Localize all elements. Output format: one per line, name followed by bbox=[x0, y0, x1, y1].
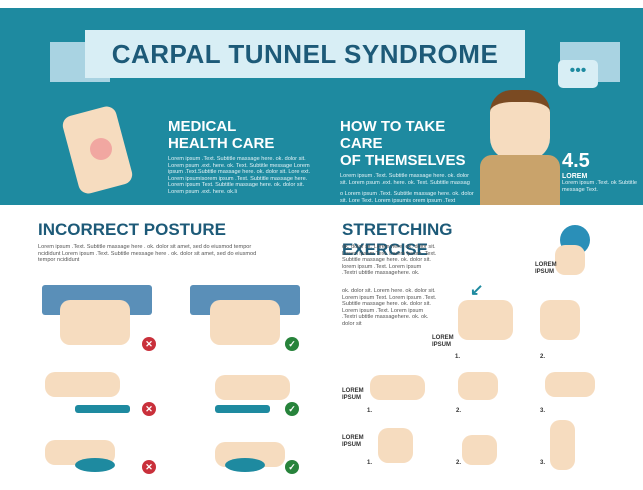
keyboard-side-illustration bbox=[215, 405, 270, 413]
hand-squeeze-illustration bbox=[555, 245, 585, 275]
correct-icon: ✓ bbox=[285, 402, 299, 416]
medical-heading-2: HEALTH CARE bbox=[168, 135, 275, 152]
step-1-label: 1. bbox=[367, 408, 373, 414]
wrist-flex-illustration bbox=[540, 300, 580, 340]
wrist-straight-illustration bbox=[215, 375, 290, 400]
wrong-icon: ✕ bbox=[142, 402, 156, 416]
hand-up-illustration bbox=[550, 420, 575, 470]
step-2-label: 2. bbox=[456, 408, 462, 414]
step-2-label: 2. bbox=[456, 460, 462, 466]
medical-body: Lorem ipsum .Text. Subtitle massage here… bbox=[168, 156, 311, 195]
care-heading-2: OF THEMSELVES bbox=[340, 152, 466, 169]
page-title: CARPAL TUNNEL SYNDROME bbox=[85, 30, 525, 78]
posture-section: INCORRECT POSTURE Lorem ipsum .Text. Sub… bbox=[38, 220, 258, 264]
care-body-2: o Lorem ipsum .Text. Subtitle massage he… bbox=[340, 191, 474, 204]
step-3-label: 3. bbox=[540, 408, 546, 414]
medical-section: MEDICAL HEALTH CARE Lorem ipsum .Text. S… bbox=[168, 118, 318, 196]
wrong-icon: ✕ bbox=[142, 460, 156, 474]
stat-block: 4.5 LOREM Lorem ipsum .Text. ok Subtitle… bbox=[562, 150, 637, 193]
step-1-label: 1. bbox=[367, 460, 373, 466]
mouse-illustration bbox=[225, 458, 265, 472]
lorem-ipsum-label: LOREM IPSUM bbox=[342, 435, 364, 448]
speech-bubble-icon: ••• bbox=[558, 60, 598, 88]
arrow-icon: ↙ bbox=[470, 282, 484, 299]
lorem-ipsum-label: LOREM IPSUM bbox=[342, 388, 364, 401]
lorem-ipsum-label: LOREM IPSUM bbox=[432, 335, 454, 348]
care-body-1: Lorem ipsum .Text. Subtitle massage here… bbox=[340, 173, 470, 186]
stretching-body-2: ok. dolor sit. Lorem here. ok. dolor sit… bbox=[342, 288, 437, 327]
stat-label: LOREM bbox=[562, 173, 588, 180]
fist-illustration bbox=[458, 372, 498, 400]
man-head-illustration bbox=[490, 90, 550, 160]
mouse-illustration bbox=[75, 458, 115, 472]
stat-caption: Lorem ipsum .Text. ok Subtitle message T… bbox=[562, 180, 637, 193]
care-section: HOW TO TAKE CARE OF THEMSELVES Lorem ips… bbox=[340, 118, 475, 204]
hand-right-illustration bbox=[210, 300, 280, 345]
keyboard-side-illustration bbox=[75, 405, 130, 413]
posture-heading: INCORRECT POSTURE bbox=[38, 220, 226, 239]
stretching-body-1: ok. dolor sit. Lorem here. ok. dolor sit… bbox=[342, 244, 437, 277]
open-hand-illustration bbox=[370, 375, 425, 400]
lorem-ipsum-label: LOREM IPSUM bbox=[535, 262, 557, 275]
posture-body: Lorem ipsum .Text. Subtitle massage here… bbox=[38, 244, 257, 264]
stat-value: 4.5 bbox=[562, 150, 590, 172]
hand-curl-illustration bbox=[462, 435, 497, 465]
step-2-label: 2. bbox=[540, 354, 546, 360]
hand-bend-illustration bbox=[378, 428, 413, 463]
wrong-icon: ✕ bbox=[142, 337, 156, 351]
correct-icon: ✓ bbox=[285, 337, 299, 351]
palm-stretch-illustration bbox=[458, 300, 513, 340]
medical-heading: MEDICAL bbox=[168, 118, 237, 135]
step-1-label: 1. bbox=[455, 354, 461, 360]
correct-icon: ✓ bbox=[285, 460, 299, 474]
step-3-label: 3. bbox=[540, 460, 546, 466]
hand-wrong-illustration bbox=[60, 300, 130, 345]
man-body-illustration bbox=[480, 155, 560, 205]
stretching-heading: STRETCHING EXERCISE bbox=[342, 220, 542, 260]
care-heading: HOW TO TAKE CARE bbox=[340, 118, 446, 152]
hand-extend-illustration bbox=[545, 372, 595, 397]
pain-spot-icon bbox=[90, 138, 112, 160]
stretching-heading-text: STRETCHING EXERCISE bbox=[342, 220, 453, 259]
wrist-bent-illustration bbox=[45, 372, 120, 397]
